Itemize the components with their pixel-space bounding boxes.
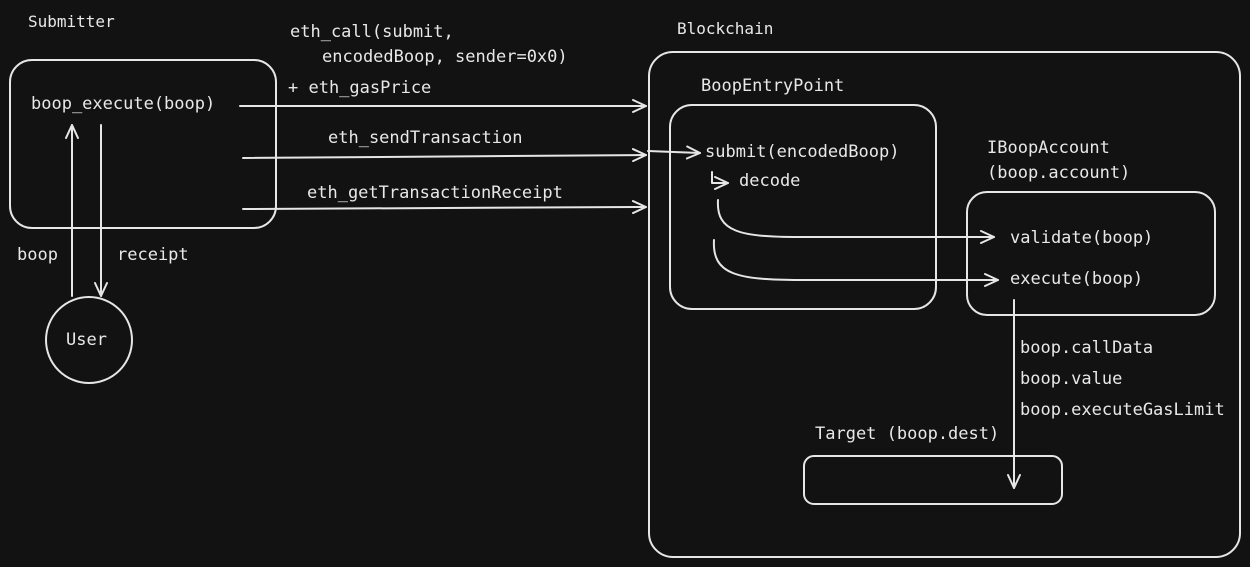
decode-hook [711,171,729,190]
param-value: boop.value [1020,369,1123,389]
get-receipt-label: eth_getTransactionReceipt [307,183,563,203]
boop-label: boop [17,245,58,265]
boop-execute-method: boop_execute(boop) [31,94,216,114]
user-circle [45,296,133,384]
eth-call-label-line2: encodedBoop, sender=0x0) [322,47,568,67]
execute-arrow [712,239,999,287]
submitter-box [9,59,277,229]
execute-method: execute(boop) [1010,269,1144,289]
entry-point-box [669,104,937,310]
blockchain-title: Blockchain [677,19,774,38]
send-transaction-label: eth_sendTransaction [328,128,523,148]
entry-point-title: BoopEntryPoint [701,76,845,96]
blockchain-box [648,51,1241,558]
account-title-line1: IBoopAccount [987,138,1110,158]
user-label: User [66,330,107,350]
param-call-data: boop.callData [1020,338,1154,358]
entry-submit-arrow [647,145,701,160]
gas-price-label: + eth_gasPrice [288,78,432,98]
eth-call-label-line1: eth_call(submit, [290,22,454,42]
get-receipt-arrow [242,200,647,215]
submitter-title: Submitter [28,12,115,31]
target-title: Target (boop.dest) [815,424,1000,444]
target-box [803,455,1063,505]
submit-method: submit(encodedBoop) [705,142,900,162]
param-execute-gas-limit: boop.executeGasLimit [1020,400,1225,420]
account-box [966,191,1216,316]
receipt-label: receipt [117,245,189,265]
validate-method: validate(boop) [1010,228,1154,248]
decode-label: decode [739,171,801,191]
account-title-line2: (boop.account) [987,163,1131,183]
validate-arrow [716,199,995,244]
send-transaction-arrow [242,148,647,163]
